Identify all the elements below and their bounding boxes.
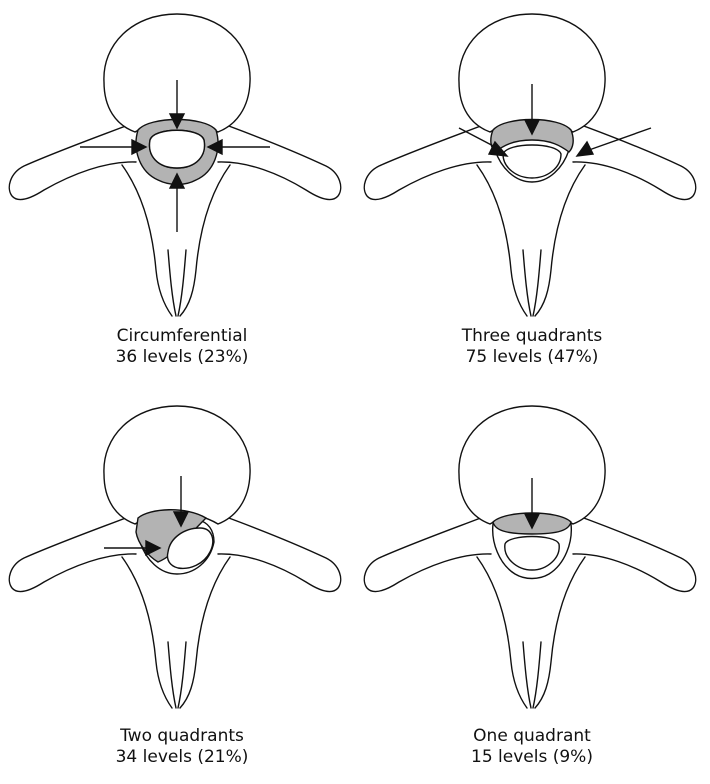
right-transverse-process [218,122,341,200]
spinous-process [523,642,541,708]
lamina-outline [535,165,585,316]
lamina-outline [477,165,527,316]
caption-title: Two quadrants [52,726,312,747]
spinal-cord [150,130,205,168]
spinal-cord [503,145,561,178]
caption-detail: 34 levels (21%) [52,747,312,768]
caption-title: Circumferential [52,326,312,347]
caption-detail: 15 levels (9%) [402,747,662,768]
panel-three-quadrants: Three quadrants 75 levels (47%) [355,0,710,392]
caption-circumferential: Circumferential 36 levels (23%) [52,326,312,368]
panel-circumferential: Circumferential 36 levels (23%) [0,0,355,392]
left-transverse-process [364,514,491,592]
spinous-process [168,642,186,708]
lamina-outline [122,165,172,316]
lamina-outline [122,557,172,708]
left-transverse-process [9,122,136,200]
caption-two-quadrants: Two quadrants 34 levels (21%) [52,726,312,768]
lamina-outline [535,557,585,708]
caption-title: One quadrant [402,726,662,747]
lamina-outline [477,557,527,708]
vertebral-body [104,406,250,524]
arrow-head [577,142,593,156]
spinous-process [523,250,541,316]
lamina-outline [180,557,230,708]
caption-title: Three quadrants [402,326,662,347]
spinous-process [168,250,186,316]
right-transverse-process [573,514,696,592]
panel-one-quadrant: One quadrant 15 levels (9%) [355,392,710,784]
caption-detail: 36 levels (23%) [52,347,312,368]
caption-one-quadrant: One quadrant 15 levels (9%) [402,726,662,768]
panel-two-quadrants: Two quadrants 34 levels (21%) [0,392,355,784]
left-transverse-process [364,122,491,200]
caption-three-quadrants: Three quadrants 75 levels (47%) [402,326,662,368]
lamina-outline [180,165,230,316]
caption-detail: 75 levels (47%) [402,347,662,368]
left-transverse-process [9,514,136,592]
spinal-cord [505,537,559,571]
right-transverse-process [218,514,341,592]
